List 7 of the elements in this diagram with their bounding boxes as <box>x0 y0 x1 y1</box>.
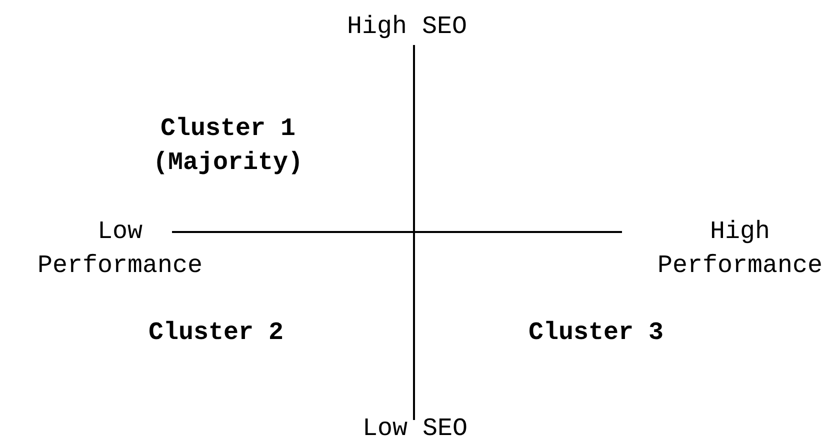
quadrant-label: Cluster 1 (Majority) <box>152 113 304 179</box>
axis-label: High Performance <box>656 216 824 282</box>
quadrant-label: Cluster 2 <box>148 317 284 349</box>
axis-label: Low SEO <box>362 413 468 445</box>
quadrant-label: Cluster 3 <box>528 317 664 349</box>
axis-label: Low Performance <box>36 216 204 282</box>
axis-label: High SEO <box>346 11 468 43</box>
